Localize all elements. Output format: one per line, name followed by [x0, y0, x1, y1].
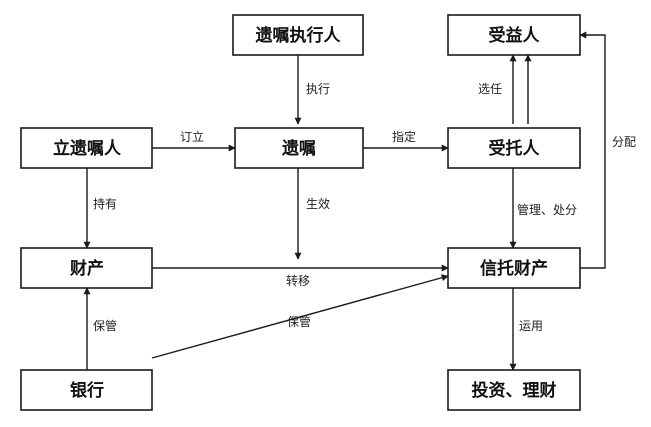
- node-trustee: 受托人: [447, 127, 581, 169]
- edge-take-effect: 生效: [294, 168, 330, 260]
- node-label-will: 遗嘱: [281, 138, 316, 159]
- node-label-beneficiary: 受益人: [489, 25, 541, 46]
- node-executor: 遗嘱执行人: [232, 14, 364, 56]
- edge-label-transfer: 转移: [286, 273, 310, 288]
- node-bank: 银行: [20, 369, 153, 411]
- edge-label-designate: 指定: [392, 129, 416, 144]
- node-label-trust-property: 信托财产: [480, 258, 548, 279]
- edge-label-custody-bank: 保管: [93, 318, 117, 333]
- edge-transfer: 转移: [152, 264, 449, 288]
- edge-designate: 指定: [363, 129, 449, 152]
- edge-manage-dispose: 管理、处分: [509, 168, 577, 249]
- edge-label-execute: 执行: [306, 82, 330, 96]
- edge-label-custody-trust: 保管: [287, 314, 311, 329]
- edge-label-establish: 订立: [180, 129, 204, 144]
- edge-label-take-effect: 生效: [306, 196, 330, 211]
- edge-custody-trust: 保管: [151, 274, 449, 359]
- node-property: 财产: [20, 247, 153, 289]
- node-will: 遗嘱: [234, 127, 364, 169]
- node-label-testator: 立遗嘱人: [53, 138, 122, 159]
- node-label-trustee: 受托人: [489, 138, 541, 159]
- node-testator: 立遗嘱人: [20, 127, 153, 169]
- edge-elect: 选任: [478, 54, 532, 124]
- edge-label-elect: 选任: [478, 82, 502, 96]
- edge-label-distribute: 分配: [612, 135, 636, 149]
- node-investment: 投资、理财: [447, 369, 581, 411]
- node-label-investment: 投资、理财: [472, 380, 557, 401]
- edge-distribute: 分配: [579, 31, 636, 269]
- edge-establish: 订立: [152, 129, 236, 152]
- node-label-executor: 遗嘱执行人: [255, 25, 342, 46]
- edge-execute: 执行: [294, 55, 330, 125]
- edge-label-use: 运用: [519, 319, 543, 333]
- node-beneficiary: 受益人: [447, 14, 581, 56]
- node-label-property: 财产: [69, 258, 104, 279]
- edge-custody-bank: 保管: [83, 287, 117, 370]
- node-trust-property: 信托财产: [447, 247, 581, 289]
- edge-label-manage-dispose: 管理、处分: [517, 202, 577, 217]
- node-label-bank: 银行: [70, 380, 104, 401]
- edge-use: 运用: [509, 288, 543, 371]
- edge-label-hold: 持有: [93, 196, 117, 211]
- edge-hold: 持有: [83, 168, 117, 249]
